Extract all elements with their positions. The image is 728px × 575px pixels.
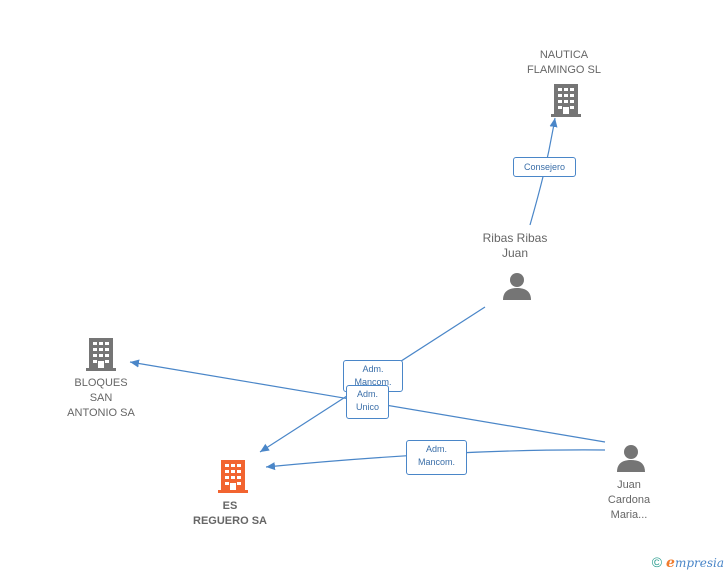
node-label-line: ES [222,500,238,512]
node-label-line: Maria... [610,509,648,521]
edge-label-text: Mancom. [417,457,455,467]
node-label-bloques[interactable]: BLOQUES SAN ANTONIO SA [56,376,146,421]
node-label-juan-cardona[interactable]: Juan Cardona Maria... [588,478,670,523]
node-label-line: SAN [89,392,113,404]
node-label-line: Ribas Ribas [482,231,548,245]
node-label-line: FLAMINGO SL [527,64,601,76]
edge-label-adm-mancom-cardona[interactable]: Adm. Mancom. [406,440,467,475]
node-label-es-reguero[interactable]: ES REGUERO SA [182,499,278,529]
edge-label-text: Mancom. [354,377,392,387]
building-icon[interactable] [86,338,116,371]
brand-name: mpresia [674,556,724,570]
node-label-line: Cardona [607,494,651,506]
edge-label-text: Consejero [523,162,566,172]
brand-initial: e [666,555,675,571]
building-icon[interactable] [551,84,581,117]
edge-label-text: Adm. [425,444,447,454]
node-label-line: Juan [501,246,529,260]
node-label-line: Juan [617,479,641,491]
node-label-nautica[interactable]: NAUTICA FLAMINGO SL [516,48,612,78]
edge-label-text: Adm. [356,389,378,399]
copyright-icon: © [651,554,663,570]
node-label-ribas[interactable]: Ribas Ribas Juan [466,231,564,261]
node-label-line: ANTONIO SA [67,407,135,419]
edge-label-text: Unico [355,402,379,412]
node-label-line: NAUTICA [539,49,589,61]
brand-logo: ©empresia [652,554,724,571]
person-icon[interactable] [503,273,531,300]
edge-label-text: Adm. [362,364,384,374]
edge-label-adm-unico[interactable]: Adm. Unico [346,385,389,419]
node-label-line: REGUERO SA [193,515,267,527]
edge-label-consejero[interactable]: Consejero [513,157,576,177]
node-label-line: BLOQUES [74,377,128,389]
person-icon[interactable] [617,445,645,472]
main-building-icon[interactable] [218,460,248,493]
